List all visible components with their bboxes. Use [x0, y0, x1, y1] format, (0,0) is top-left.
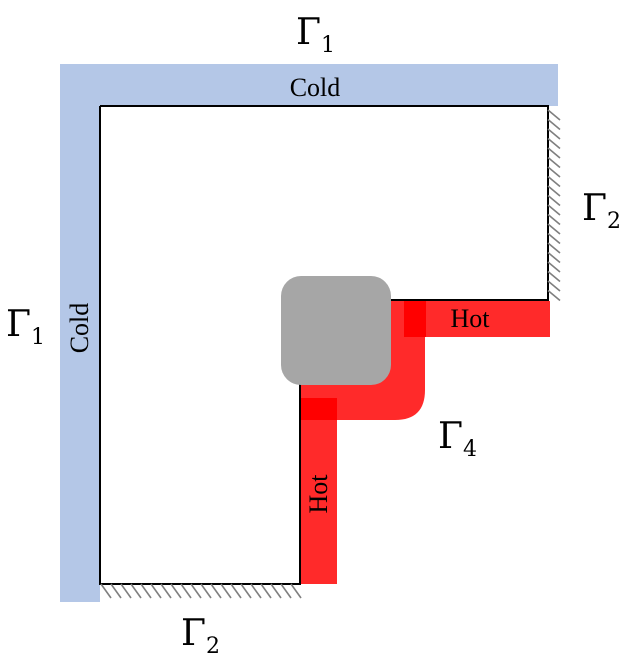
hatch-mark	[547, 194, 561, 207]
hatch-mark	[220, 583, 232, 599]
hatch-mark	[547, 128, 561, 140]
cold-strip-left	[60, 64, 100, 602]
hatch-mark	[547, 118, 561, 131]
hatch-mark	[547, 251, 561, 264]
hatch-mark	[160, 583, 172, 599]
hatch-mark	[547, 213, 561, 226]
obstacle	[281, 276, 391, 385]
hatch-mark	[200, 583, 212, 599]
hatch-mark	[547, 137, 561, 150]
hatch-mark	[547, 242, 561, 254]
hatch-mark	[547, 166, 561, 178]
hatch-mark	[290, 583, 302, 599]
hatch-mark	[210, 583, 222, 599]
hatch-mark	[190, 583, 202, 599]
hatch-mark	[240, 583, 252, 599]
boundary-label-inner: Γ4	[438, 416, 477, 462]
boundary-label-right: Γ2	[582, 188, 621, 234]
hatch-mark	[180, 583, 192, 599]
hatch-mark	[547, 223, 561, 235]
boundary-label-left: Γ1	[6, 304, 45, 350]
hatch-mark	[547, 232, 561, 245]
hatch-mark	[170, 583, 182, 599]
hatch-mark	[547, 175, 561, 188]
hatch-mark	[280, 583, 292, 599]
hatch-mark	[250, 583, 262, 599]
hatch-mark	[230, 583, 242, 599]
cold-label-left: Cold	[65, 303, 94, 354]
hatch-mark	[270, 583, 282, 599]
boundary-label-top: Γ1	[296, 12, 335, 58]
hatch-mark	[547, 156, 561, 169]
hatch-mark	[150, 583, 162, 599]
hatch-mark	[547, 261, 561, 273]
hot-label-bottom: Hot	[304, 474, 333, 514]
hatch-mark	[120, 583, 132, 599]
hatch-mark	[547, 270, 561, 283]
boundary-label-bottom: Γ2	[181, 613, 220, 659]
hatch-mark	[547, 204, 561, 216]
hatch-mark	[547, 280, 561, 292]
hatch-mark	[140, 583, 152, 599]
hatch-bottom-wall	[100, 583, 302, 599]
hatch-mark	[100, 583, 112, 599]
hatch-mark	[547, 289, 561, 302]
hatch-mark	[130, 583, 142, 599]
hot-accent-right	[404, 301, 426, 337]
hatch-mark	[547, 109, 561, 121]
domain-outline	[99, 105, 549, 585]
cold-label-top: Cold	[290, 73, 341, 102]
hatch-right-wall	[547, 109, 561, 302]
cold-strip-top	[60, 64, 558, 106]
hot-accent-bottom	[300, 398, 337, 420]
hatch-mark	[547, 147, 561, 159]
hatch-mark	[110, 583, 122, 599]
hatch-mark	[260, 583, 272, 599]
hot-label-right: Hot	[451, 304, 491, 333]
hatch-mark	[547, 185, 561, 197]
